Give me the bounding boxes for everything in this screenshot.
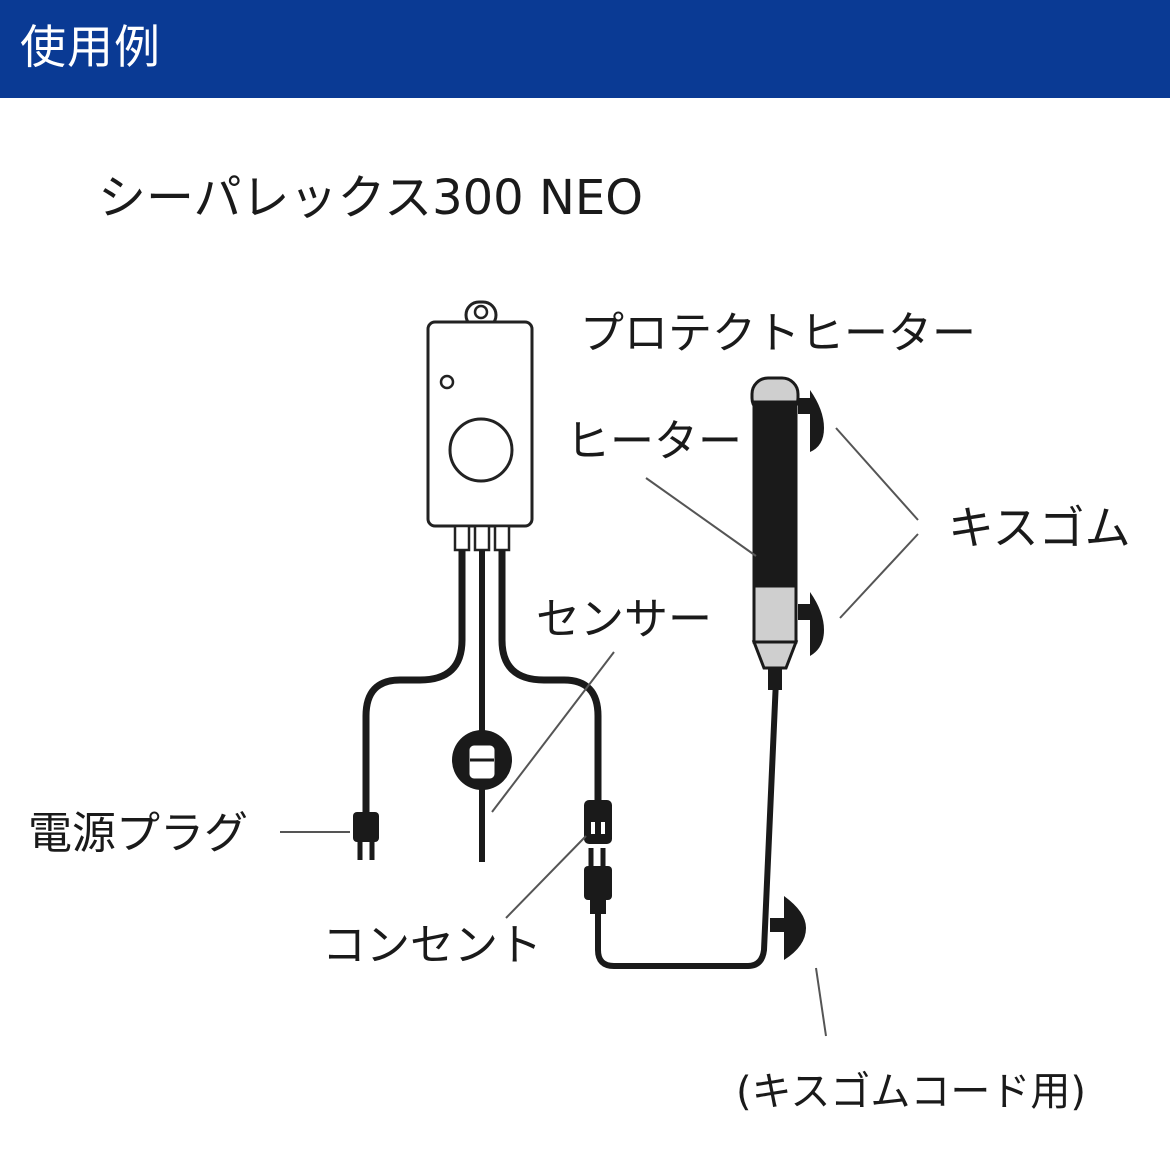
outlet-label: コンセント [322, 920, 542, 971]
header-title: 使用例 [20, 20, 161, 74]
suction-lower-leader [839, 533, 919, 619]
cord-suction-leader [815, 967, 827, 1037]
header-bar: 使用例 [0, 0, 1170, 98]
sensor-suction [452, 730, 512, 790]
control-dial [448, 417, 514, 483]
hanging-hole [473, 304, 489, 320]
controller-unit [426, 300, 534, 552]
protect-heater [750, 376, 800, 690]
product-name: シーパレックス300 NEO [98, 170, 643, 226]
outlet-cable [498, 550, 602, 800]
sensor-label: センサー [536, 594, 712, 645]
outlet-socket [584, 800, 612, 844]
leader-lines [280, 427, 919, 1037]
protect-heater-label: プロテクトヒーター [580, 308, 976, 359]
connector-right [493, 524, 511, 552]
heater-base [752, 584, 798, 644]
suction-upper-leader [835, 427, 919, 521]
suction-cup-lower [798, 592, 824, 656]
suction-cup-upper [798, 390, 824, 452]
heater-leader [645, 477, 757, 557]
suction-cup-label: キスゴム [948, 501, 1131, 555]
sensor-leader [491, 651, 615, 813]
power-plug-label: 電源プラグ [28, 808, 248, 859]
heater-tube [752, 400, 798, 588]
outlet-leader [505, 835, 587, 919]
connector-left [453, 524, 471, 552]
suction-cup-cord-label: (キスゴムコード用) [736, 1069, 1087, 1115]
power-cable [362, 550, 466, 812]
heater-cord [595, 679, 779, 969]
heater-plug [584, 848, 612, 914]
connector-center [473, 524, 491, 552]
indicator-led [439, 374, 455, 390]
heater-label: ヒーター [566, 416, 742, 467]
suction-cup-cord [770, 896, 806, 960]
power-plug [353, 812, 379, 860]
